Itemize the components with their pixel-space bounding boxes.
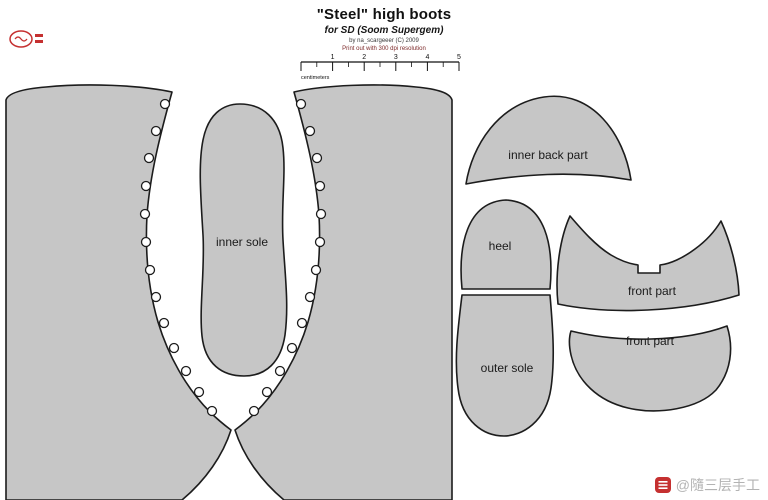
header: "Steel" high boots for SD (Soom Supergem… xyxy=(0,6,768,53)
eyelet-hole xyxy=(168,342,180,354)
eyelet-hole xyxy=(144,264,156,276)
ruler-number: 5 xyxy=(457,54,461,61)
heel-label: heel xyxy=(488,239,512,253)
ruler-numbers: 1 2 3 4 5 xyxy=(331,54,461,61)
ruler-number: 3 xyxy=(394,54,398,61)
right-boot-eyelets xyxy=(248,98,327,417)
ruler-unit-label: centimeters xyxy=(301,75,330,81)
scale-ruler: 1 2 3 4 5 centimeters xyxy=(300,54,461,81)
inner-back-part-piece xyxy=(465,95,632,185)
inner-back-part-label: inner back part xyxy=(508,148,588,162)
front-part-top-piece xyxy=(556,215,740,312)
ruler-number: 4 xyxy=(425,54,429,61)
page-title: "Steel" high boots xyxy=(316,6,452,23)
front-part-top-label: front part xyxy=(627,284,677,298)
eyelet-hole xyxy=(140,180,152,192)
eyelet-hole xyxy=(295,98,307,110)
eyelet-hole xyxy=(140,236,152,248)
inner-sole-piece xyxy=(199,103,288,377)
left-boot-eyelets xyxy=(139,98,218,417)
eyelet-hole xyxy=(311,152,323,164)
eyelet-hole xyxy=(193,386,205,398)
boot-upper-right-piece xyxy=(234,84,453,500)
print-note: Print out with 300 dpi resolution xyxy=(342,45,426,52)
eyelet-hole xyxy=(286,342,298,354)
ruler-minor-ticks xyxy=(316,62,444,67)
eyelet-hole xyxy=(296,317,308,329)
outer-sole-label: outer sole xyxy=(480,361,534,375)
credit-line: by na_scargeeer (C) 2009 xyxy=(349,38,419,45)
ruler-major-ticks xyxy=(300,62,460,71)
front-part-bottom-piece xyxy=(568,325,732,412)
eyelet-hole xyxy=(139,208,151,220)
eyelet-hole xyxy=(159,98,171,110)
stamp-icon xyxy=(9,30,43,48)
eyelet-hole xyxy=(158,317,170,329)
watermark: @隨三层手工 xyxy=(654,475,760,495)
eyelet-hole xyxy=(315,208,327,220)
ruler-number: 2 xyxy=(362,54,366,61)
eyelet-hole xyxy=(143,152,155,164)
page-subtitle: for SD (Soom Supergem) xyxy=(324,24,444,36)
eyelet-hole xyxy=(304,291,316,303)
outer-sole-piece xyxy=(455,294,555,437)
watermark-icon xyxy=(654,477,671,493)
eyelet-hole xyxy=(206,405,218,417)
eyelet-hole xyxy=(314,180,326,192)
eyelet-hole xyxy=(150,125,162,137)
heel-piece xyxy=(460,199,552,290)
boot-upper-left-piece xyxy=(5,84,232,500)
eyelet-hole xyxy=(274,365,286,377)
eyelet-hole xyxy=(180,365,192,377)
front-part-bottom-label: front part xyxy=(625,334,675,348)
eyelet-hole xyxy=(304,125,316,137)
eyelet-hole xyxy=(261,386,273,398)
watermark-text: @隨三层手工 xyxy=(675,477,760,493)
inner-sole-label: inner sole xyxy=(215,235,269,249)
eyelet-hole xyxy=(314,236,326,248)
eyelet-hole xyxy=(310,264,322,276)
eyelet-hole xyxy=(150,291,162,303)
ruler-number: 1 xyxy=(331,54,335,61)
eyelet-hole xyxy=(248,405,260,417)
